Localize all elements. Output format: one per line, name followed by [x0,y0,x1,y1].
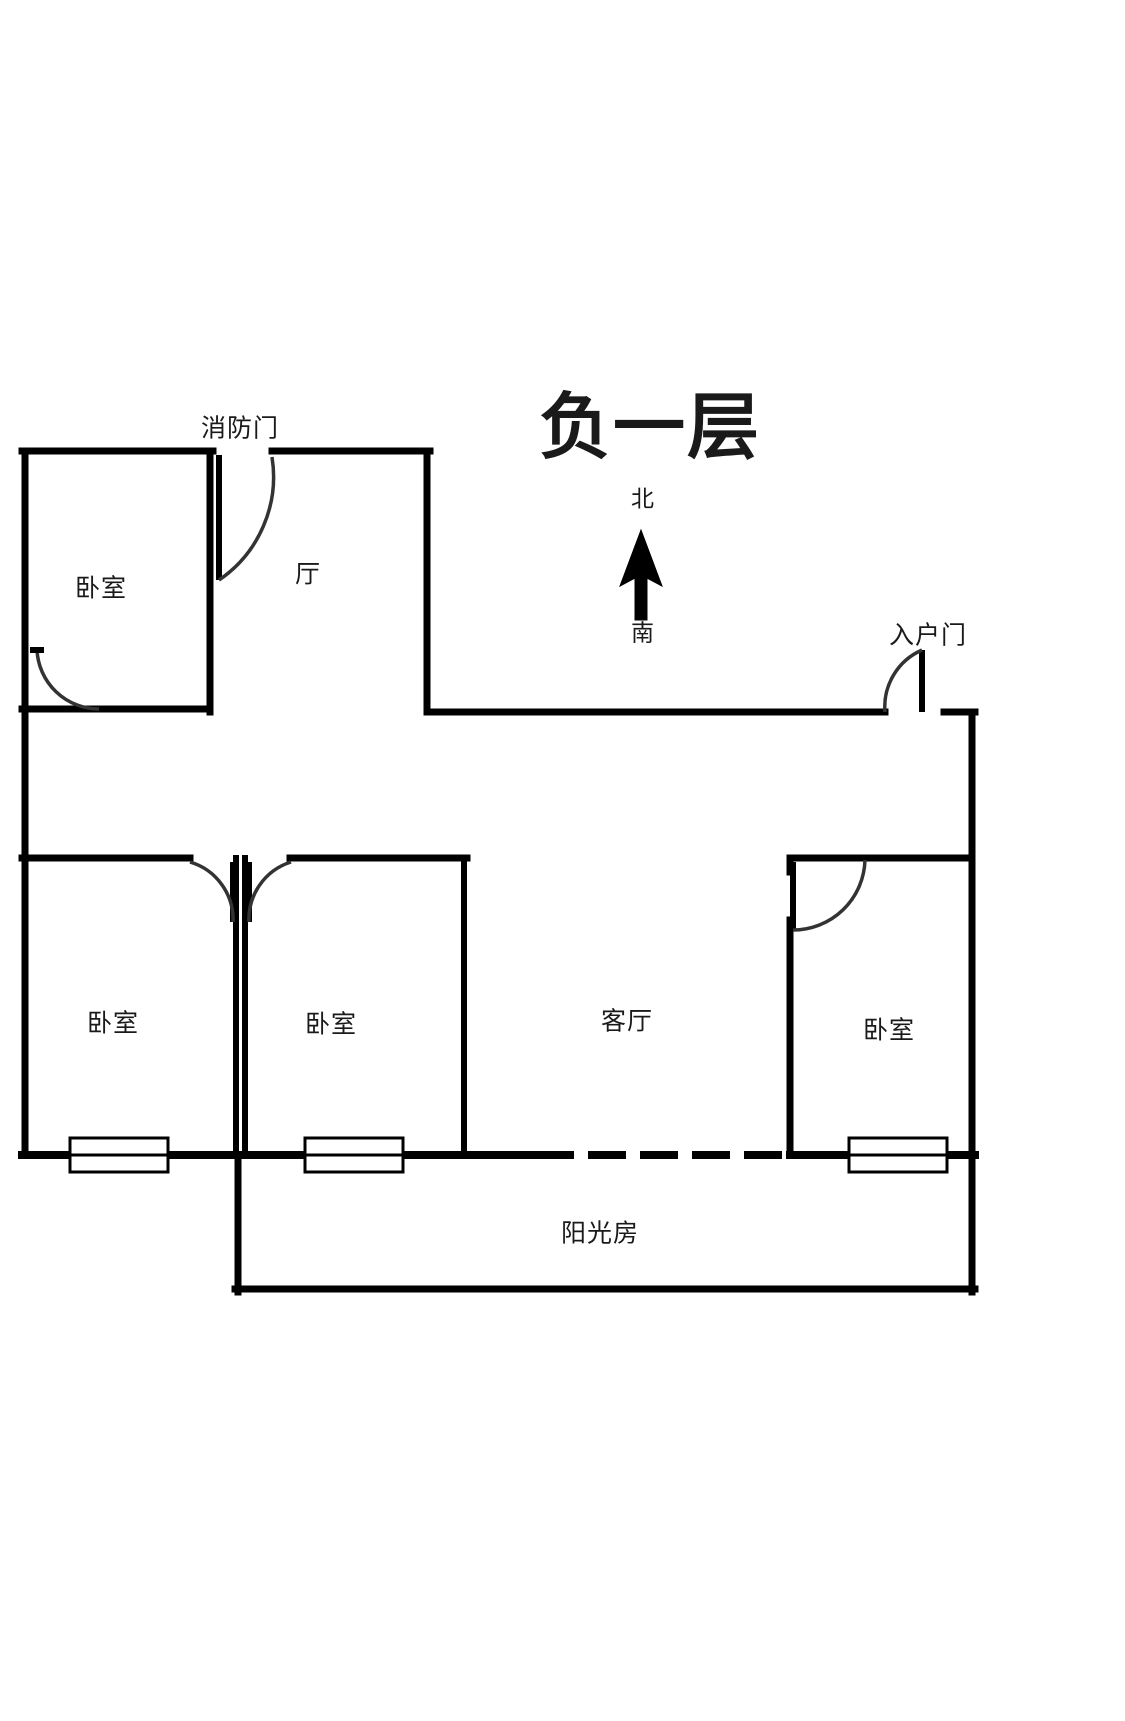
room-label-sunroom: 阳光房 [560,1218,640,1248]
door-fire [216,455,276,582]
door-entry [883,648,925,713]
door-bedroom-nw [30,647,100,711]
room-label-bedroom-s-mid: 卧室 [304,1009,358,1039]
room-label-bedroom-se: 卧室 [862,1015,916,1045]
window-bedroom-s-mid [303,1136,405,1174]
compass-north-label: 北 [631,486,655,513]
room-label-bedroom-nw: 卧室 [74,573,128,603]
windows-group [68,1136,949,1174]
room-label-living-room: 客厅 [600,1006,654,1036]
doors-group [30,455,925,932]
north-arrow-icon [619,528,663,621]
annotation-entry-door: 入户门 [888,620,968,650]
door-bedroom-sw [189,860,236,923]
page-title: 负一层 [538,385,762,469]
door-bedroom-se [790,859,867,932]
door-bedroom-s-mid [246,860,292,923]
annotation-fire-door: 消防门 [200,413,280,443]
compass-south-label: 南 [631,620,655,647]
window-bedroom-sw [68,1136,170,1174]
window-bedroom-se [847,1136,949,1174]
room-label-bedroom-sw: 卧室 [86,1008,140,1038]
room-label-hall: 厅 [294,559,322,589]
